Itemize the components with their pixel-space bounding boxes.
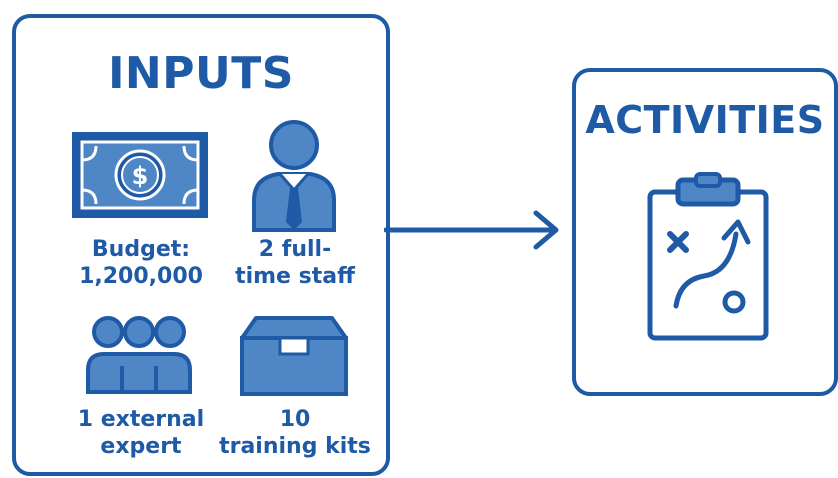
expert-label: 1 external expert <box>77 407 205 459</box>
budget-label: Budget: 1,200,000 <box>79 237 203 289</box>
person-icon <box>252 120 336 232</box>
arrow-right-icon <box>384 210 559 250</box>
group-icon <box>86 316 192 394</box>
training-kits-label: 10 training kits <box>219 407 371 459</box>
box-icon <box>240 316 348 396</box>
inputs-box: INPUTS $ Budget: 1,200,000 2 full- time … <box>12 14 390 476</box>
inputs-title: INPUTS <box>108 48 294 99</box>
svg-text:$: $ <box>132 162 149 190</box>
activities-box: ACTIVITIES <box>572 68 838 396</box>
money-bill-icon: $ <box>72 132 208 218</box>
staff-label: 2 full- time staff <box>235 237 355 289</box>
clipboard-plan-icon <box>647 172 769 341</box>
activities-title: ACTIVITIES <box>585 98 825 142</box>
